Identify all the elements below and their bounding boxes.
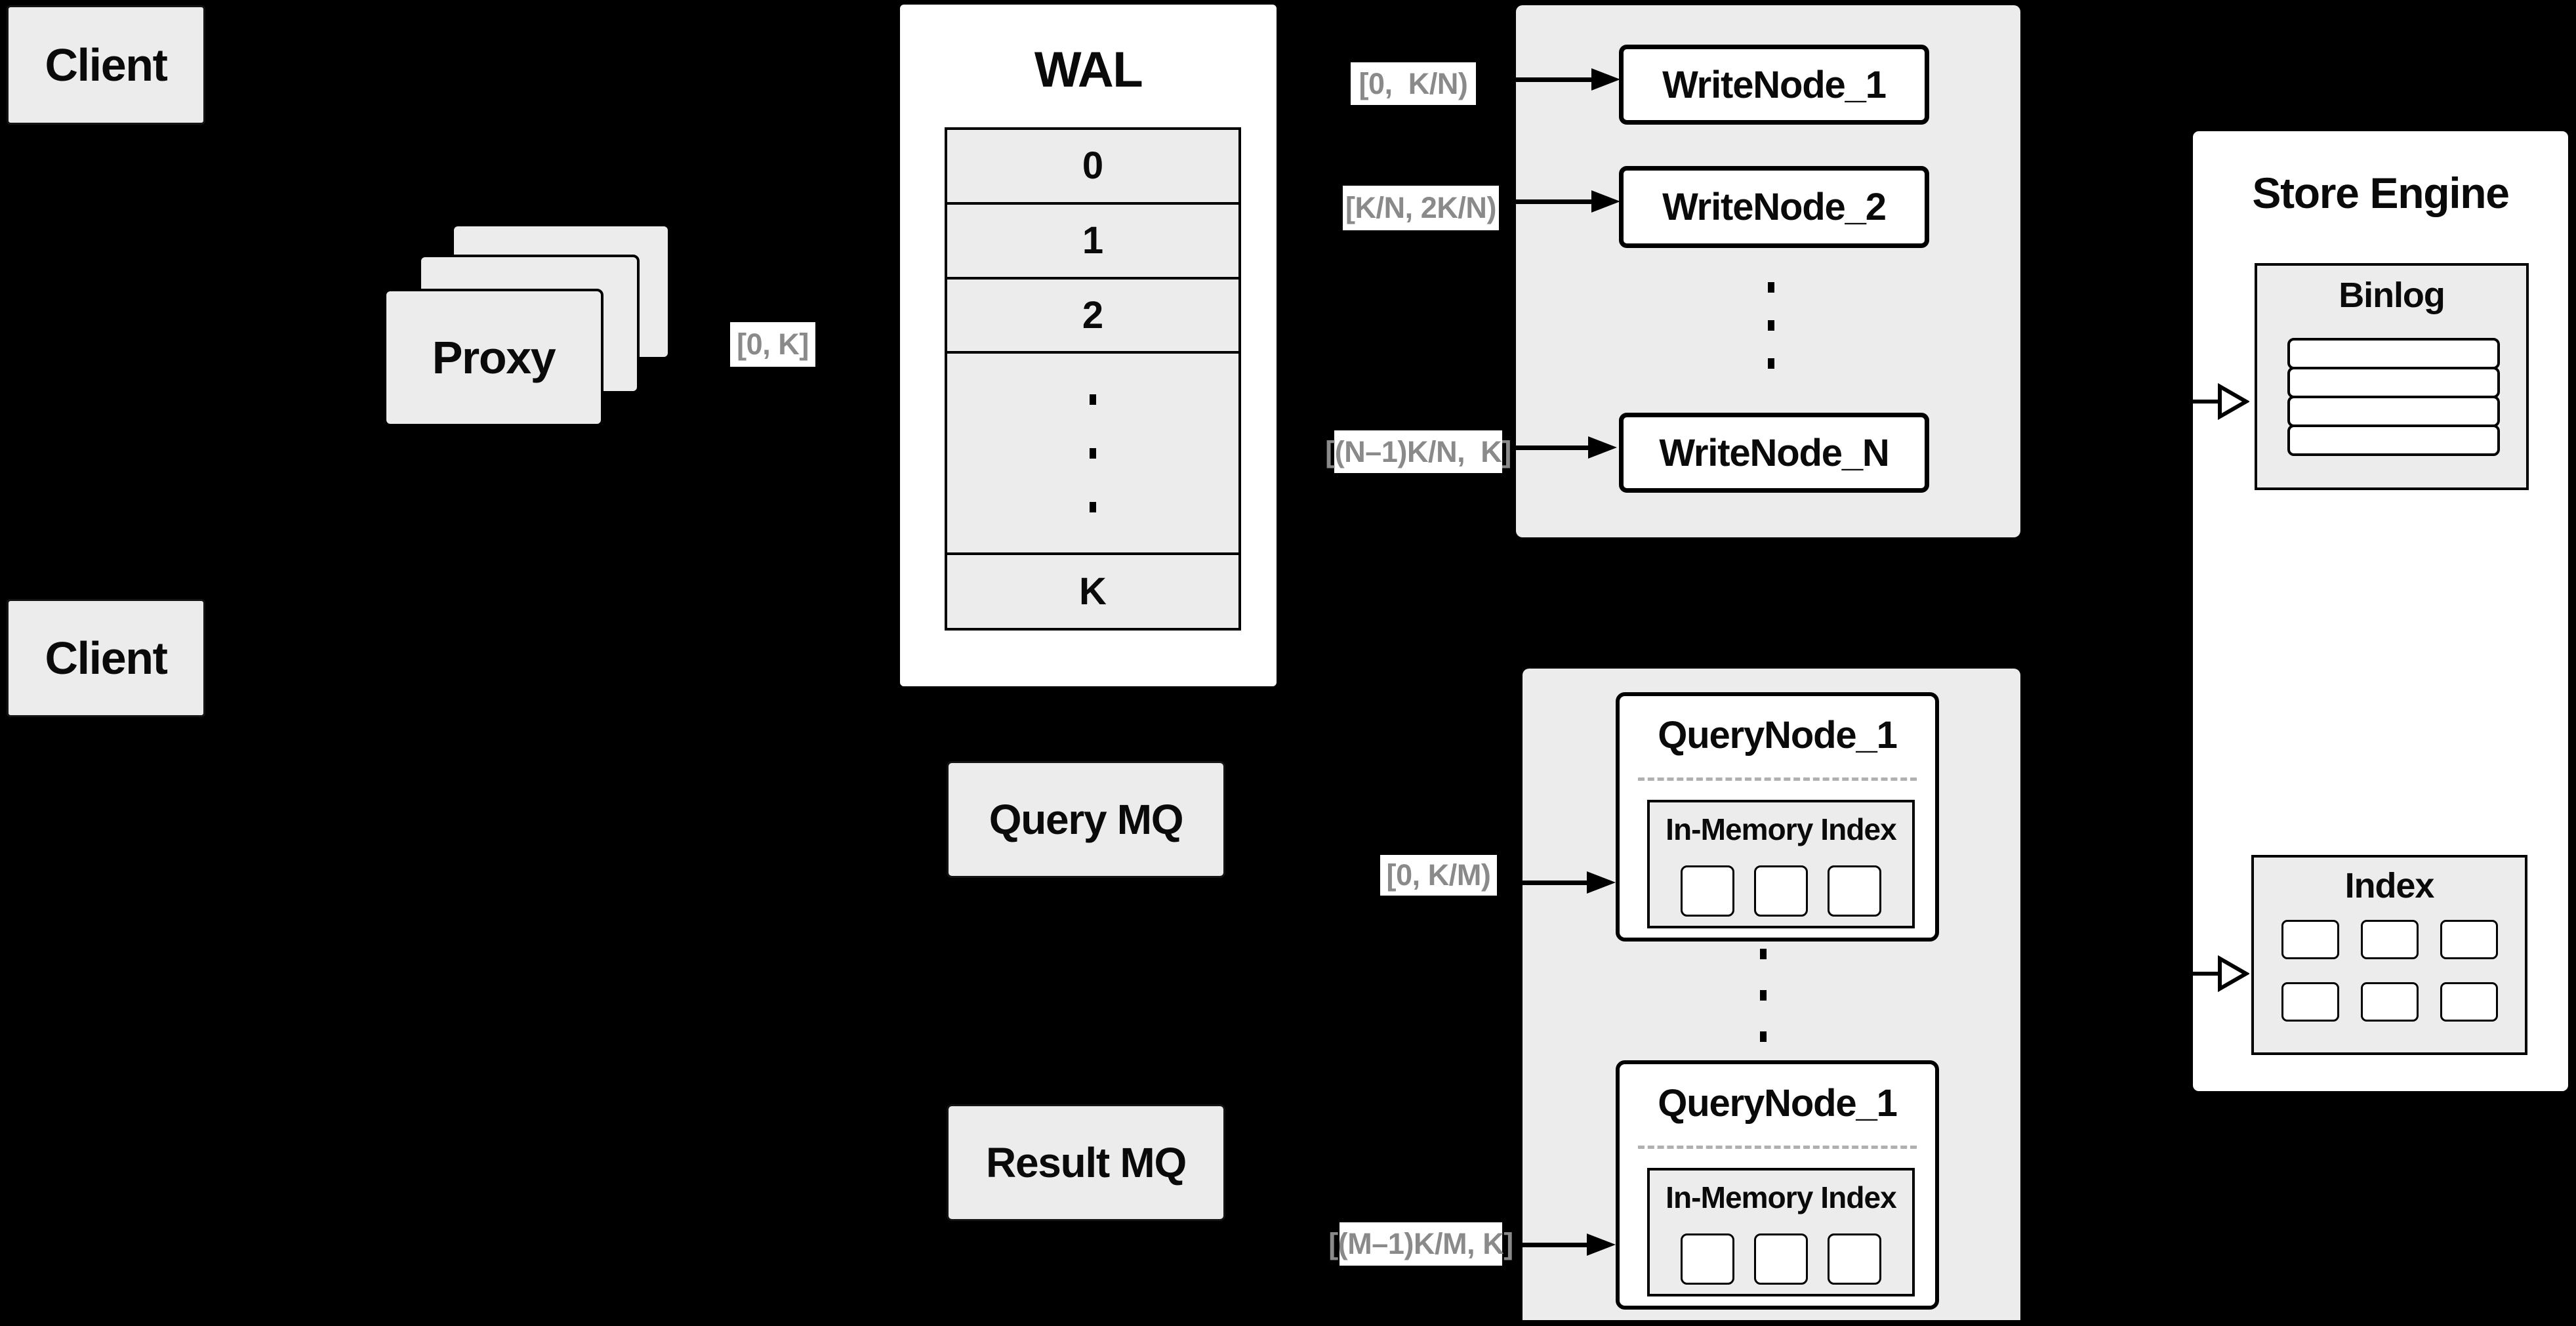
client-top-label: Client <box>45 39 167 91</box>
write-node-2-label: WriteNode_2 <box>1662 186 1887 228</box>
write-node-panel: WriteNode_1 WriteNode_2 WriteNode_N <box>1516 5 2020 537</box>
wal-segment-row: 2 <box>947 279 1238 354</box>
arrow-to-index <box>2187 955 2249 993</box>
range-label-write-node-1: [0, K/N) <box>1351 62 1476 105</box>
in-memory-index-title-bottom: In-Memory Index <box>1666 1180 1897 1214</box>
binlog-row <box>2287 367 2500 398</box>
write-node-2-box: WriteNode_2 <box>1619 166 1929 248</box>
index-cell <box>2440 982 2498 1022</box>
segment-cell <box>1828 1233 1881 1285</box>
segment-cell <box>1681 865 1734 917</box>
query-node-bottom-box: QueryNode_1 In-Memory Index <box>1616 1060 1939 1310</box>
range-label-write-node-n: [(N–1)K/N, K] <box>1325 430 1511 473</box>
segment-cell <box>1754 865 1808 917</box>
query-node-panel: QueryNode_1 In-Memory Index QueryNode_1 … <box>1523 669 2020 1320</box>
proxy-card-front: Proxy <box>384 289 603 426</box>
index-cell <box>2360 920 2419 959</box>
binlog-row <box>2287 425 2500 456</box>
write-node-1-label: WriteNode_1 <box>1662 63 1887 106</box>
in-memory-index-box-top: In-Memory Index <box>1647 800 1915 928</box>
store-engine-title: Store Engine <box>2252 169 2510 217</box>
wal-ellipsis-row <box>947 354 1238 556</box>
client-box-bottom: Client <box>7 599 205 717</box>
result-mq-box: Result MQ <box>947 1104 1225 1221</box>
index-grid <box>2254 920 2525 1022</box>
store-engine-box: Store Engine Binlog Index <box>2190 128 2571 1094</box>
in-memory-index-box-bottom: In-Memory Index <box>1647 1168 1915 1296</box>
segment-row <box>1650 865 1912 917</box>
index-cell <box>2440 920 2498 959</box>
wal-box: WAL 0 1 2 K <box>897 2 1279 689</box>
binlog-box: Binlog <box>2255 263 2529 490</box>
arrow-to-write-node-n <box>1516 436 1617 459</box>
result-mq-label: Result MQ <box>986 1139 1187 1186</box>
query-mq-box: Query MQ <box>947 761 1225 878</box>
segment-row <box>1650 1233 1912 1285</box>
binlog-rows <box>2287 338 2500 456</box>
range-label-query-node-bottom: [(M–1)K/M, K] <box>1328 1222 1513 1266</box>
arrow-to-query-node-top <box>1523 871 1616 894</box>
index-cell <box>2360 982 2419 1022</box>
vertical-ellipsis <box>1768 282 1774 369</box>
client-box-top: Client <box>7 5 205 125</box>
segment-cell <box>1828 865 1881 917</box>
arrow-to-write-node-2 <box>1516 190 1620 213</box>
index-cell <box>2281 920 2339 959</box>
segment-cell <box>1754 1233 1808 1285</box>
wal-title: WAL <box>1034 42 1143 98</box>
arrow-to-binlog <box>2187 383 2249 421</box>
dashed-separator <box>1638 1146 1917 1149</box>
segment-cell <box>1681 1233 1734 1285</box>
vertical-ellipsis <box>1760 949 1767 1042</box>
range-label-write-node-2: [K/N, 2K/N) <box>1343 186 1499 230</box>
vertical-ellipsis <box>1090 394 1096 512</box>
query-mq-label: Query MQ <box>989 796 1184 843</box>
in-memory-index-title-top: In-Memory Index <box>1666 812 1897 846</box>
query-node-bottom-title: QueryNode_1 <box>1658 1082 1898 1125</box>
binlog-title: Binlog <box>2339 276 2445 315</box>
write-node-1-box: WriteNode_1 <box>1619 45 1929 125</box>
arrow-to-query-node-bottom <box>1523 1233 1616 1256</box>
index-box: Index <box>2251 855 2527 1055</box>
write-node-n-box: WriteNode_N <box>1619 413 1929 493</box>
wal-segment-row: 0 <box>947 130 1238 205</box>
range-label-query-node-top: [0, K/M) <box>1380 855 1497 896</box>
write-node-n-label: WriteNode_N <box>1659 431 1890 474</box>
binlog-row <box>2287 338 2500 369</box>
index-cell <box>2281 982 2339 1022</box>
wal-segment-row: 1 <box>947 204 1238 280</box>
query-node-top-box: QueryNode_1 In-Memory Index <box>1616 692 1939 942</box>
wal-segment-table: 0 1 2 K <box>945 127 1241 631</box>
proxy-label: Proxy <box>432 332 556 383</box>
client-bottom-label: Client <box>45 632 167 684</box>
dashed-separator <box>1638 777 1917 781</box>
binlog-row <box>2287 396 2500 427</box>
range-label-proxy-to-wal: [0, K] <box>730 322 815 367</box>
arrow-to-write-node-1 <box>1516 68 1620 91</box>
wal-segment-row: K <box>947 555 1238 628</box>
query-node-top-title: QueryNode_1 <box>1658 714 1898 756</box>
index-title: Index <box>2344 866 2435 905</box>
